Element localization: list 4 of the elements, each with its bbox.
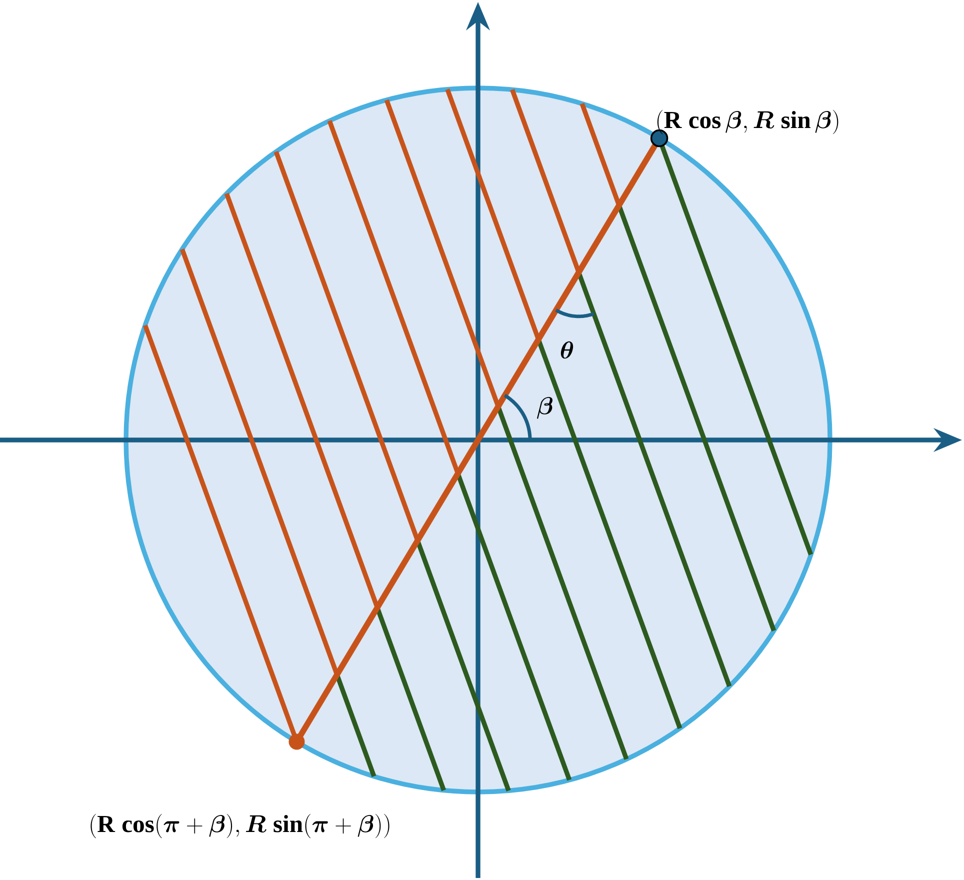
angle-label: $\bm{\theta}$ bbox=[560, 341, 574, 359]
angle-label: $\bm{\beta}$ bbox=[536, 397, 552, 419]
coordinate-label: $(\mathbf{R}\;\mathbf{cos}\,\bm{\beta}, \bm{R}\;\mathbf{sin}\,\bm{\beta})$ bbox=[657, 110, 838, 134]
coordinate-label: $(\mathbf{R}\;\mathbf{cos}(\bm{\pi}+\bm{\beta}), \bm{R}\;\mathbf{sin}(\bm{\pi}+\bm{\beta}))$ bbox=[90, 814, 390, 838]
